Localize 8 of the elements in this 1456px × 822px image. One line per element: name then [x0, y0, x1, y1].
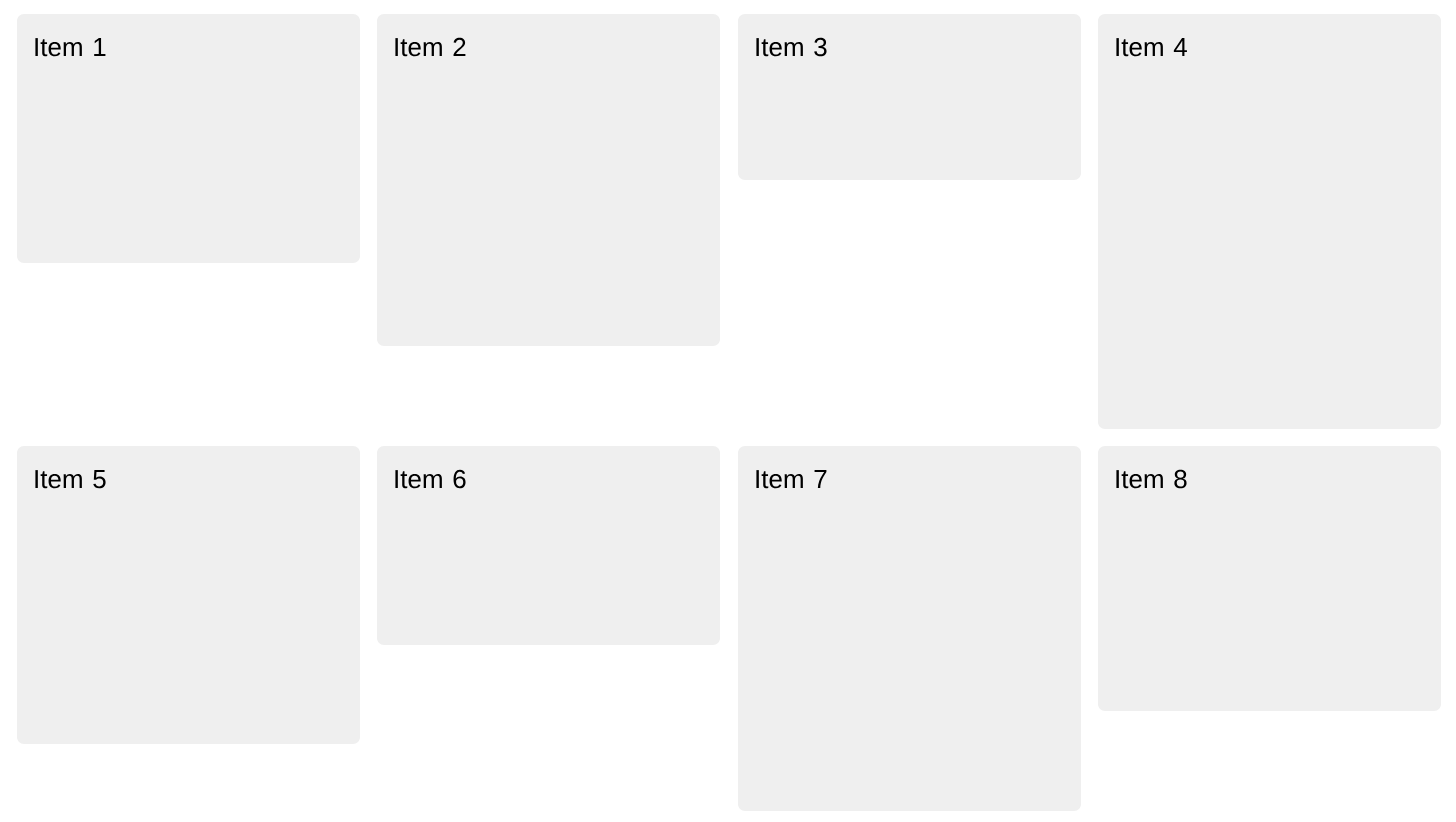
item-card: Item 1: [17, 14, 360, 263]
item-card: Item 4: [1098, 14, 1441, 429]
item-card: Item 7: [738, 446, 1081, 811]
item-card: Item 3: [738, 14, 1081, 180]
item-card: Item 6: [377, 446, 720, 645]
item-card: Item 8: [1098, 446, 1441, 711]
item-card: Item 2: [377, 14, 720, 346]
item-card: Item 5: [17, 446, 360, 744]
